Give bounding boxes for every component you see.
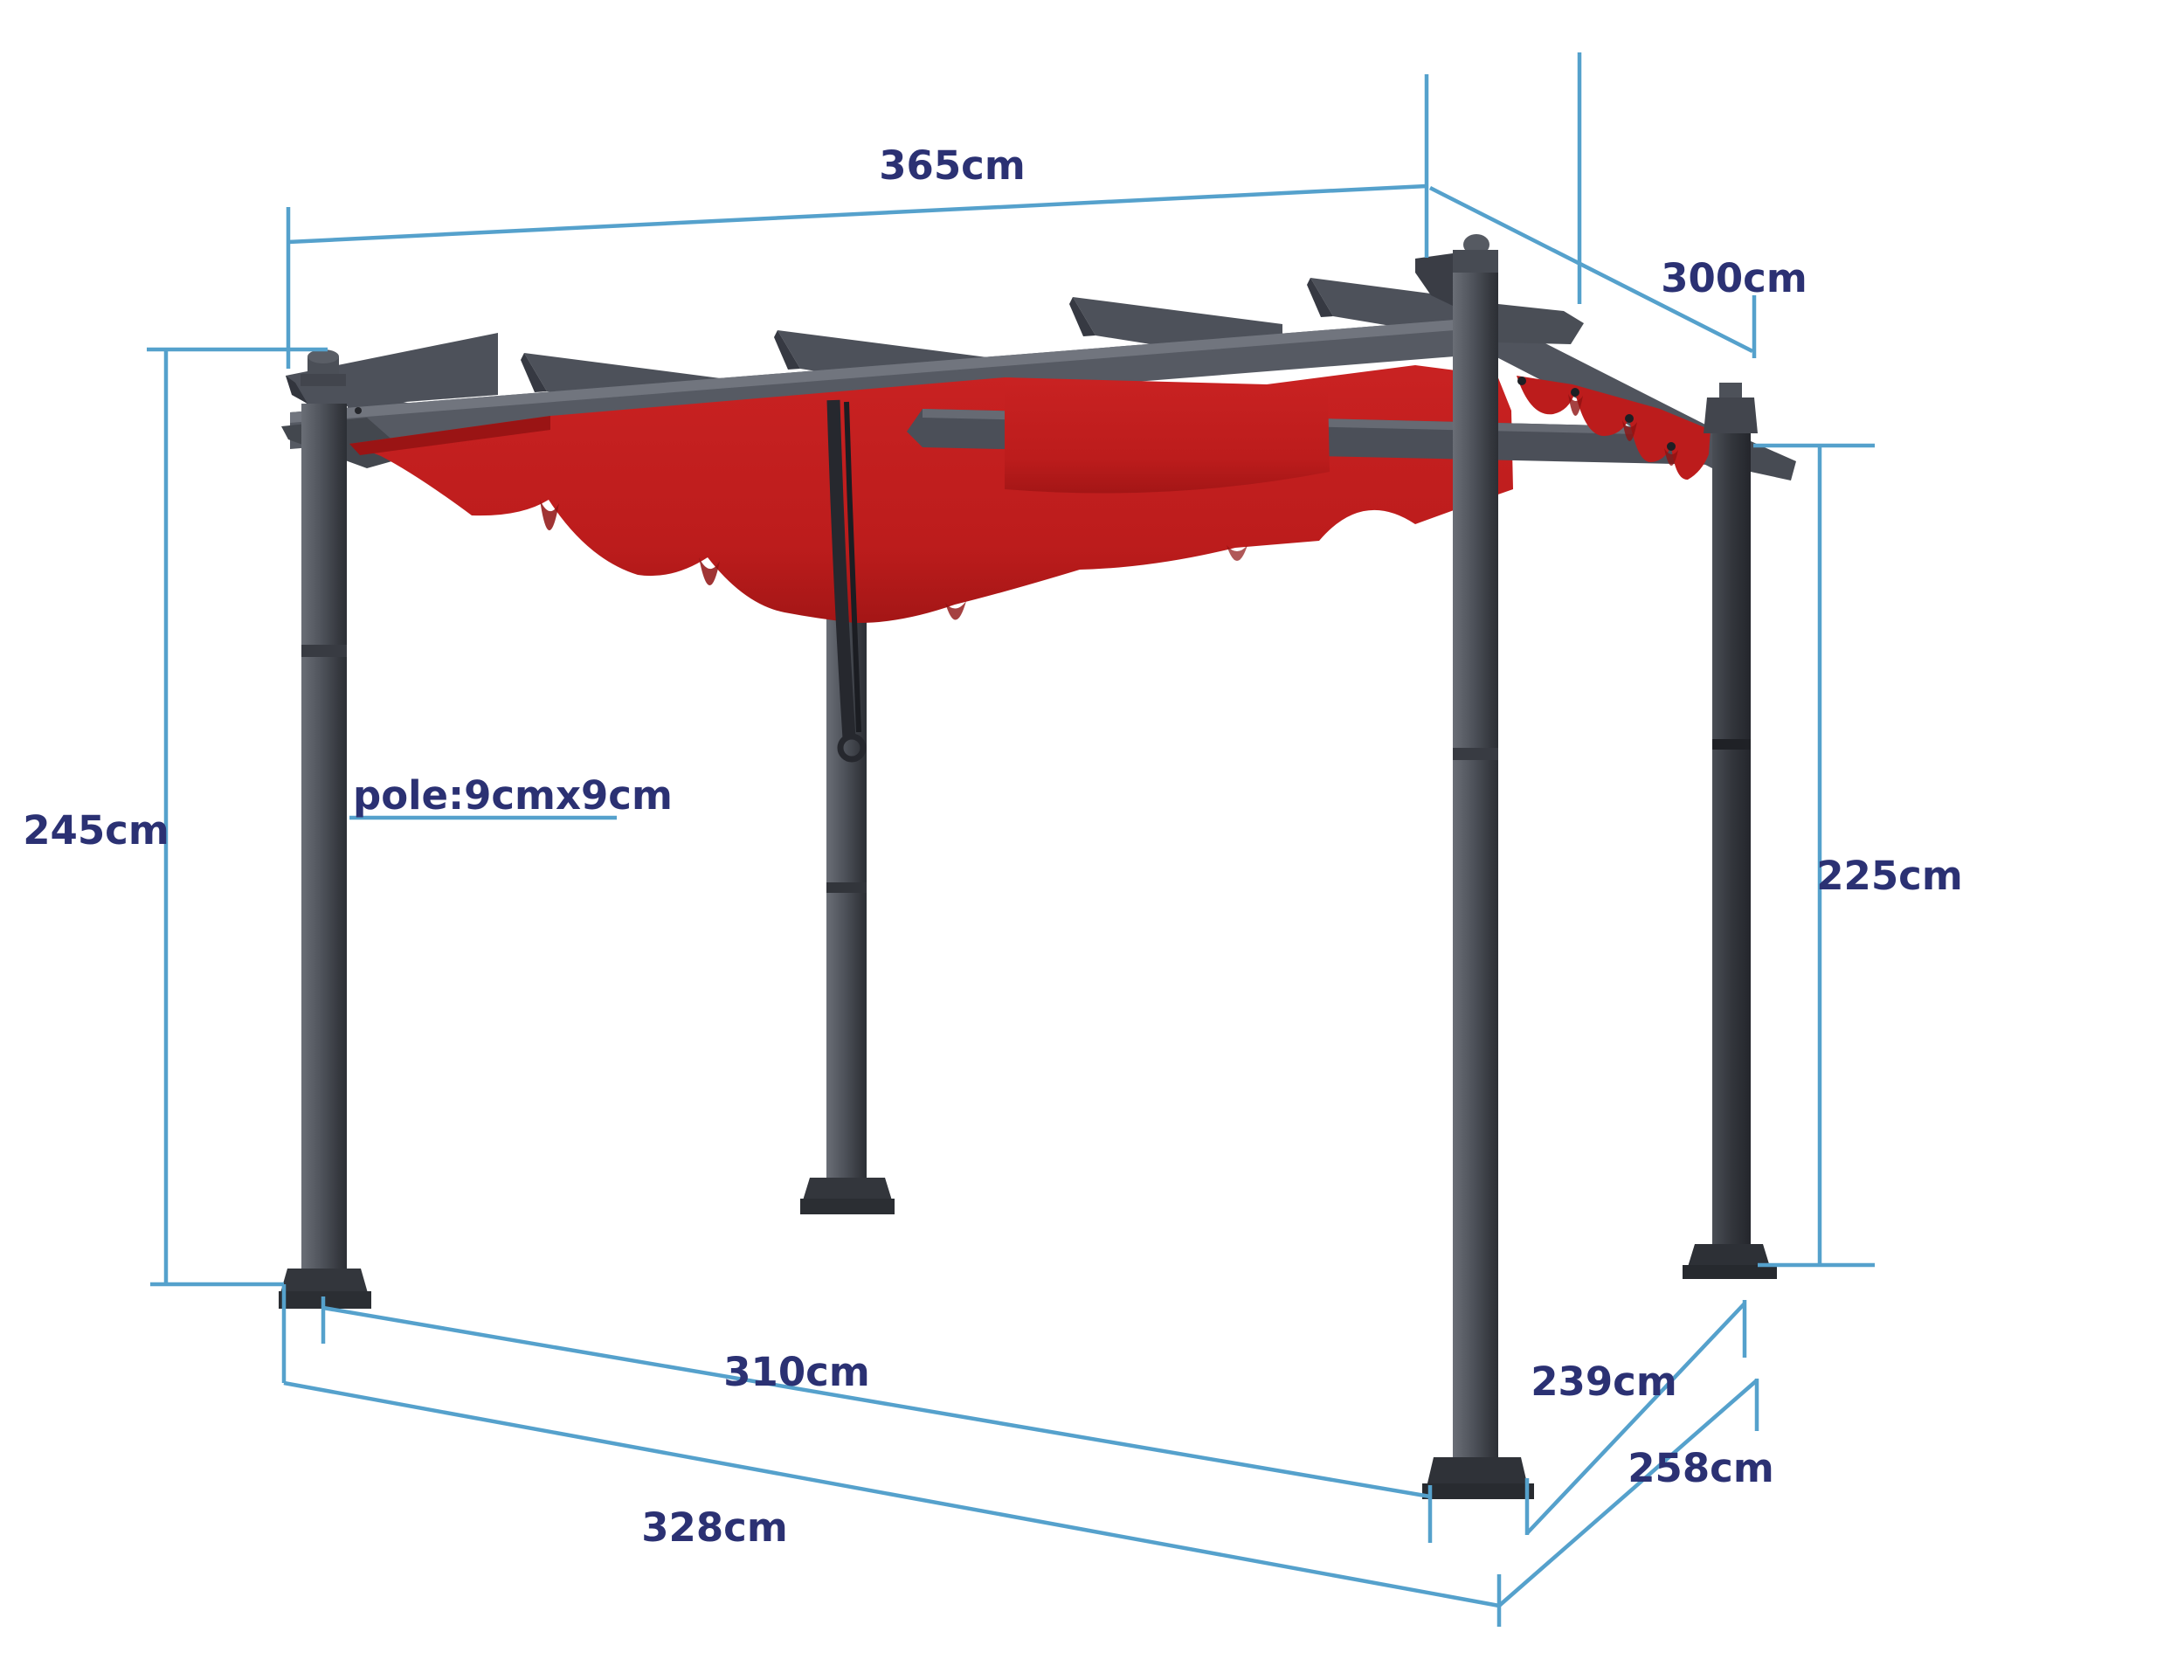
dimension-line bbox=[322, 1305, 1431, 1499]
dimension-base-depth-outer bbox=[1497, 1379, 1759, 1607]
dimension-label-roof-width: 365cm bbox=[879, 142, 1026, 189]
dimension-left-height bbox=[147, 347, 328, 1287]
dimension-line bbox=[287, 183, 1427, 245]
canopy-front-bunch bbox=[1005, 376, 1711, 494]
rear-left-post bbox=[800, 568, 895, 1214]
dimension-roof-depth bbox=[1428, 52, 1757, 358]
dimension-label-right-height: 225cm bbox=[1816, 853, 1963, 899]
dimension-line bbox=[283, 1380, 1500, 1608]
dimension-line bbox=[1428, 185, 1754, 354]
dimension-roof-width bbox=[286, 74, 1429, 369]
canopy-fold-shadow bbox=[1227, 545, 1248, 561]
canopy-top-shadow bbox=[349, 416, 550, 455]
front-left-post-cap bbox=[301, 349, 346, 386]
canopy-pull-strap bbox=[826, 399, 867, 763]
canopy-fold-shadow bbox=[540, 500, 559, 531]
rear-right-post bbox=[1683, 383, 1796, 1279]
fold-shadow bbox=[1622, 420, 1637, 442]
rafter-tip-face bbox=[774, 330, 800, 370]
rear-left-foot bbox=[803, 1178, 892, 1200]
fold-shadow bbox=[1568, 394, 1583, 417]
dimension-labels: 365cm 300cm 245cm pole:9cmx9cm 225cm 310… bbox=[23, 142, 1963, 1551]
dimension-label-roof-depth: 300cm bbox=[1661, 255, 1807, 301]
rear-right-beam-tail bbox=[1751, 441, 1796, 480]
rear-right-post-foot bbox=[1683, 1244, 1777, 1279]
dimension-label-base-depth-inner: 239cm bbox=[1531, 1359, 1677, 1405]
cap-left-mini-wing bbox=[1415, 253, 1453, 306]
side-beam-front-tip bbox=[1498, 304, 1584, 344]
canopy-fold-shadow bbox=[945, 601, 966, 620]
dimension-line bbox=[1497, 1379, 1759, 1607]
rafter-tip-face bbox=[1069, 297, 1095, 336]
canopy-clip bbox=[1625, 414, 1634, 423]
dimension-label-base-width-inner: 310cm bbox=[723, 1349, 870, 1395]
dimension-label-base-depth-outer: 258cm bbox=[1628, 1445, 1774, 1491]
corner-wing-underside bbox=[286, 376, 308, 404]
front-right-post bbox=[1415, 234, 1534, 1499]
dimension-base-depth-inner bbox=[1524, 1300, 1747, 1535]
canopy-clip bbox=[1571, 388, 1579, 397]
rafter-tip-face bbox=[1307, 278, 1333, 317]
rear-right-post-cap bbox=[1704, 383, 1758, 433]
canopy-fold-shadow bbox=[699, 557, 720, 586]
canopy-clip bbox=[1667, 442, 1676, 451]
dimension-line bbox=[1525, 1302, 1746, 1535]
dimension-label-left-height: 245cm bbox=[23, 807, 169, 854]
dimension-base-width-inner bbox=[321, 1296, 1433, 1543]
rafter-tip-face bbox=[521, 353, 547, 392]
corner-rafter-wing bbox=[286, 333, 498, 409]
fold-shadow bbox=[1664, 448, 1678, 467]
front-left-post bbox=[279, 349, 371, 1309]
dimension-label-pole-section: pole:9cmx9cm bbox=[353, 772, 673, 819]
dimension-base-width-outer bbox=[281, 1284, 1502, 1627]
dimension-label-base-width-outer: 328cm bbox=[641, 1504, 788, 1551]
dimension-right-height bbox=[1753, 443, 1875, 1268]
pergola-illustration bbox=[279, 234, 1796, 1499]
canopy-right-folds bbox=[1517, 376, 1711, 480]
front-right-post-cap bbox=[1415, 234, 1498, 306]
front-right-post-foot bbox=[1422, 1457, 1534, 1499]
dimension-lines bbox=[147, 52, 1875, 1627]
canopy-clip bbox=[1517, 377, 1526, 385]
